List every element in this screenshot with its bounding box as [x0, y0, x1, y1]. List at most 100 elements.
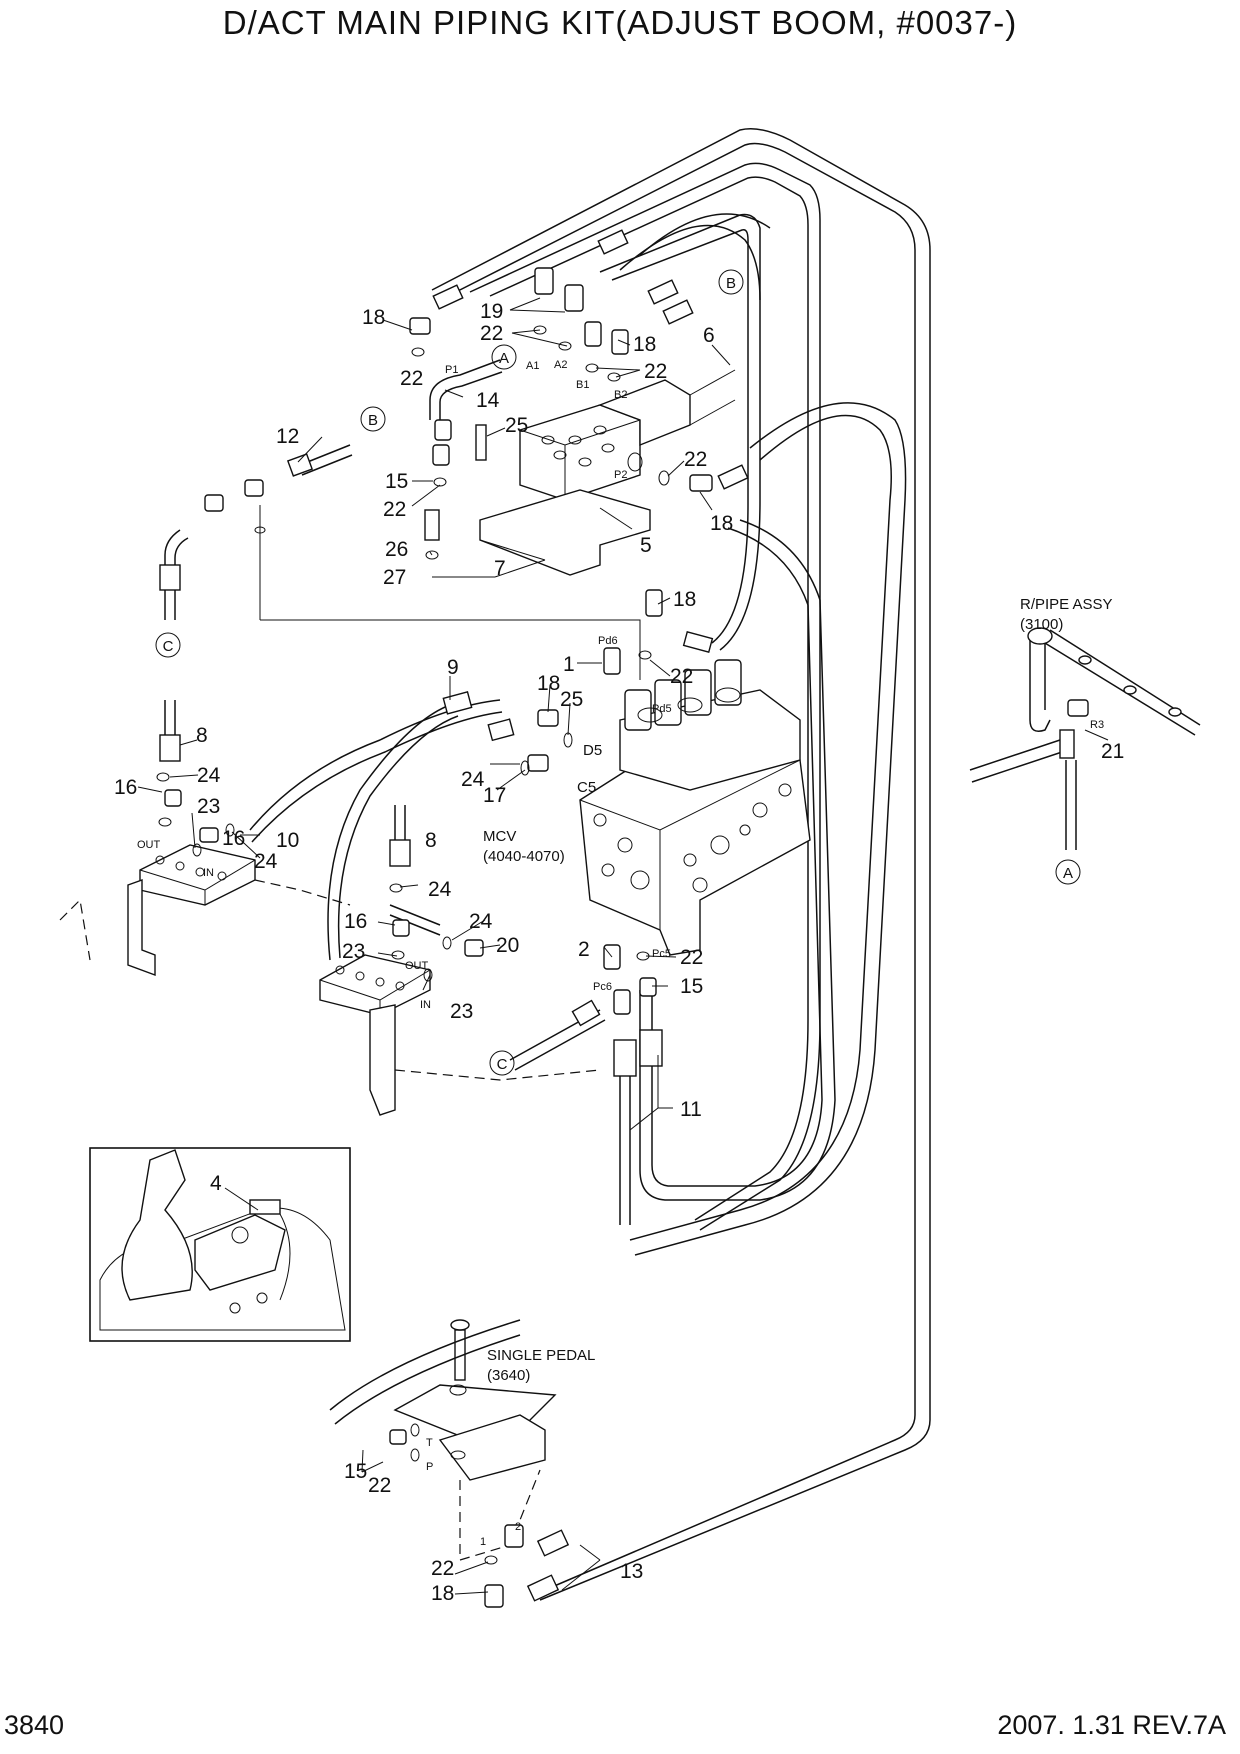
port-C5: C5 [577, 779, 596, 796]
callout-12: 12 [276, 425, 299, 448]
pedal-label: SINGLE PEDAL [487, 1347, 595, 1364]
rpipe-label: R/PIPE ASSY [1020, 596, 1113, 613]
callout-2: 2 [578, 938, 590, 961]
callout-20: 20 [496, 934, 519, 957]
assembly-labels: MCV (4040-4070) R/PIPE ASSY (3100) SINGL… [483, 596, 1113, 1384]
port-P2: P2 [614, 469, 627, 481]
callout-22: 22 [368, 1474, 391, 1497]
port-D5: D5 [583, 742, 602, 759]
callout-24: 24 [197, 764, 221, 787]
callout-22: 22 [480, 322, 503, 345]
callout-21: 21 [1101, 740, 1124, 763]
callout-24: 24 [461, 768, 485, 791]
mcv-label: MCV [483, 828, 516, 845]
port-Pc6: Pc6 [593, 981, 612, 993]
callout-16: 16 [344, 910, 367, 933]
svg-text:C: C [163, 638, 174, 655]
callout-18: 18 [710, 512, 733, 535]
svg-text:A: A [499, 350, 509, 367]
svg-text:A: A [1063, 865, 1073, 882]
callout-16: 16 [222, 827, 245, 850]
callout-18: 18 [537, 672, 560, 695]
callout-22: 22 [670, 665, 693, 688]
callout-19: 19 [480, 300, 503, 323]
port-labels: P1 A1 A2 B1 B2 P2 Pd6 Pd5 D5 C5 Pc5 Pc6 … [137, 359, 1104, 1548]
mounting-plate [479, 489, 651, 576]
callout-22: 22 [680, 946, 703, 969]
callout-16: 16 [114, 776, 137, 799]
callout-8: 8 [196, 724, 208, 747]
port-Pd6: Pd6 [598, 635, 618, 647]
port-P: P [426, 1461, 433, 1473]
callout-23: 23 [197, 795, 220, 818]
svg-text:B: B [368, 412, 378, 429]
callout-15: 15 [344, 1460, 367, 1483]
connector-A-top: A [491, 344, 517, 370]
main-control-valve [579, 659, 811, 956]
callout-numbers: 18 19 22 22 18 22 6 14 25 12 15 22 22 18… [114, 300, 1124, 1605]
page-title: D/ACT MAIN PIPING KIT(ADJUST BOOM, #0037… [222, 4, 1018, 41]
connector-A-right: A [1055, 859, 1081, 885]
svg-text:B: B [726, 275, 736, 292]
connector-C-left: C [155, 632, 181, 658]
port-A1: A1 [526, 360, 539, 372]
single-pedal [329, 1319, 557, 1561]
port-OUT-2: OUT [405, 960, 429, 972]
callout-18: 18 [673, 588, 696, 611]
left-bracket-2 [319, 954, 601, 1116]
callout-22: 22 [431, 1557, 454, 1580]
callout-18: 18 [362, 306, 385, 329]
callout-25: 25 [505, 414, 528, 437]
leader-lines [137, 297, 1109, 1595]
callout-14: 14 [476, 389, 500, 412]
port-Pc5: Pc5 [652, 948, 671, 960]
port-P1: P1 [445, 364, 458, 376]
callout-17: 17 [483, 784, 506, 807]
port-B1: B1 [576, 379, 589, 391]
callout-10: 10 [276, 829, 299, 852]
port-1: 1 [480, 1536, 486, 1548]
callout-22: 22 [644, 360, 667, 383]
callout-18: 18 [633, 333, 656, 356]
pipe-bundle [431, 128, 931, 1601]
rpipe-ref-label: (3100) [1020, 616, 1063, 633]
callout-22: 22 [383, 498, 406, 521]
port-IN-2: IN [420, 999, 431, 1011]
port-B2: B2 [614, 389, 627, 401]
connector-C-center: C [489, 1050, 515, 1076]
cab-inset [89, 1147, 351, 1342]
callout-6: 6 [703, 324, 715, 347]
callout-15: 15 [385, 470, 408, 493]
port-OUT-1: OUT [137, 839, 161, 851]
return-pipe-assy [969, 627, 1201, 850]
svg-text:C: C [497, 1056, 508, 1073]
port-R3: R3 [1090, 719, 1104, 731]
callout-8: 8 [425, 829, 437, 852]
callout-23: 23 [342, 940, 365, 963]
callout-24: 24 [469, 910, 493, 933]
port-IN-1: IN [203, 867, 214, 879]
callout-15: 15 [680, 975, 703, 998]
callout-27: 27 [383, 566, 406, 589]
connector-B-top: B [718, 269, 744, 295]
callout-13: 13 [620, 1560, 643, 1583]
callout-9: 9 [447, 656, 459, 679]
callout-7: 7 [494, 557, 506, 580]
callout-5: 5 [640, 534, 652, 557]
callout-22: 22 [684, 448, 707, 471]
callout-26: 26 [385, 538, 408, 561]
callout-18: 18 [431, 1582, 454, 1605]
mcv-ref-label: (4040-4070) [483, 848, 565, 865]
port-T: T [426, 1437, 433, 1449]
callout-11: 11 [680, 1098, 702, 1121]
pedal-ref-label: (3640) [487, 1367, 530, 1384]
solenoid-valve-block [519, 369, 736, 501]
callout-23: 23 [450, 1000, 473, 1023]
page-number: 3840 [4, 1710, 65, 1740]
callout-4: 4 [210, 1172, 222, 1195]
callout-22: 22 [400, 367, 423, 390]
port-A2: A2 [554, 359, 567, 371]
callout-24: 24 [254, 850, 278, 873]
callout-25: 25 [560, 688, 583, 711]
